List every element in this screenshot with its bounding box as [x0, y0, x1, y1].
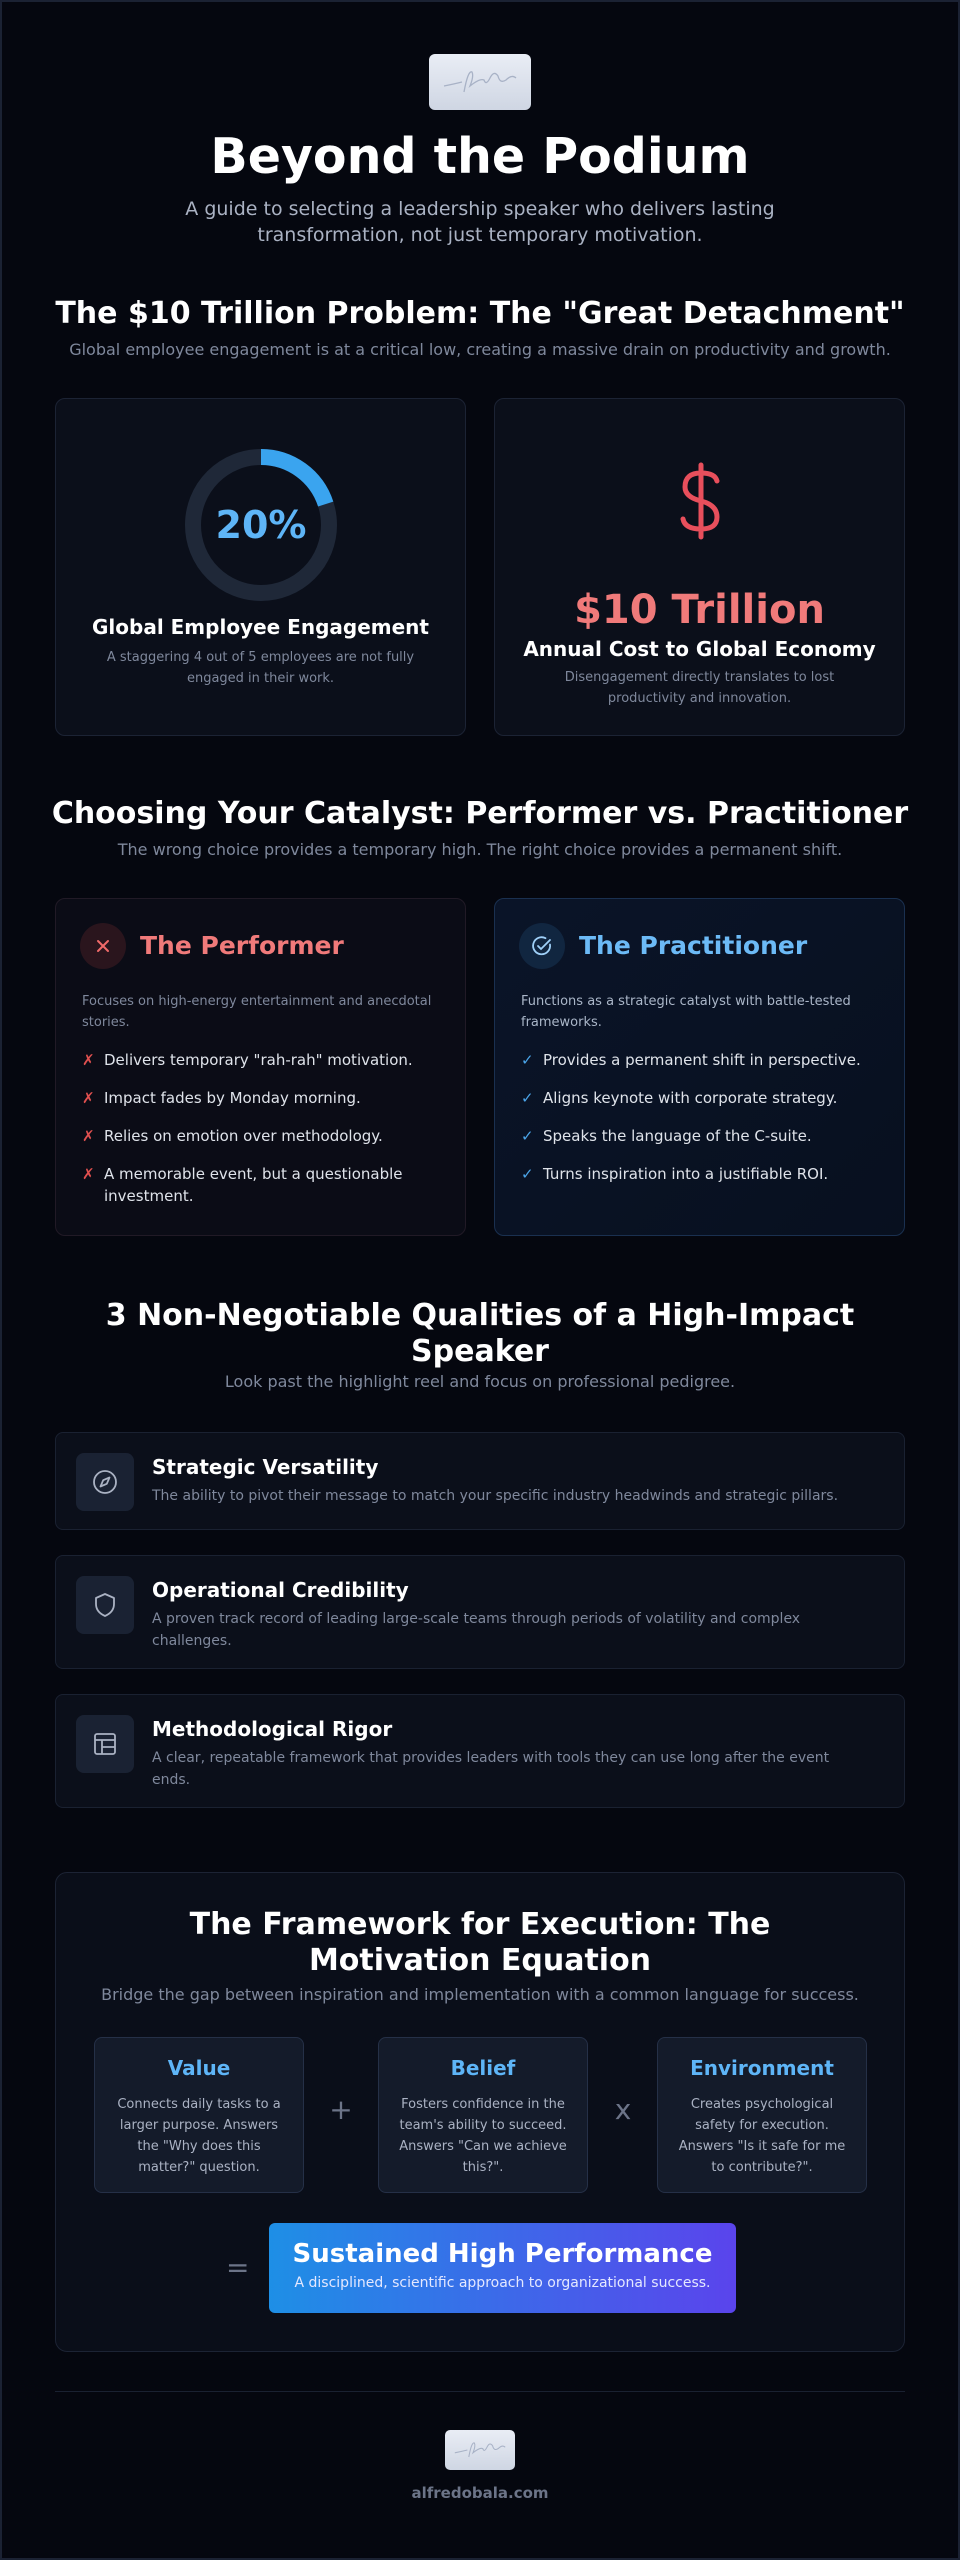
list-item-text: Impact fades by Monday morning.	[104, 1089, 361, 1107]
practitioner-badge	[519, 923, 565, 969]
performer-title: The Performer	[140, 931, 344, 960]
framework-card: The Framework for Execution: The Motivat…	[55, 1872, 905, 2352]
check-icon: ✓	[521, 1165, 534, 1183]
list-item: ✓ Speaks the language of the C-suite.	[521, 1125, 884, 1147]
dollar-icon	[680, 462, 720, 540]
quality-description: The ability to pivot their message to ma…	[152, 1488, 839, 1504]
qualities-title: 3 Non-Negotiable Qualities of a High-Imp…	[105, 1298, 855, 1369]
list-item-text: A memorable event, but a questionable in…	[104, 1165, 403, 1205]
cost-heading: Annual Cost to Global Economy	[523, 637, 876, 661]
signature-logo-icon	[443, 71, 517, 93]
performer-intro: Focuses on high-energy entertainment and…	[82, 994, 432, 1030]
framework-box-title: Belief	[450, 2056, 516, 2080]
quality-title: Methodological Rigor	[152, 1717, 393, 1741]
x-mark-icon: ✗	[82, 1127, 95, 1145]
performer-card: The Performer Focuses on high-energy ent…	[55, 898, 466, 1236]
engagement-description: A staggering 4 out of 5 employees are no…	[106, 650, 415, 686]
framework-box-description: Connects daily tasks to a larger purpose…	[117, 2097, 281, 2175]
list-item: ✗ A memorable event, but a questionable i…	[82, 1163, 445, 1207]
list-item-text: Provides a permanent shift in perspectiv…	[543, 1051, 861, 1069]
practitioner-title: The Practitioner	[579, 931, 808, 960]
list-item: ✓ Turns inspiration into a justifiable RO…	[521, 1163, 884, 1185]
list-item-text: Turns inspiration into a justifiable ROI…	[543, 1165, 829, 1183]
list-item: ✗ Relies on emotion over methodology.	[82, 1125, 445, 1147]
list-item: ✓ Aligns keynote with corporate strategy.	[521, 1087, 884, 1109]
cost-amount: $10 Trillion	[574, 587, 825, 633]
framework-subtitle: Bridge the gap between inspiration and i…	[101, 1985, 859, 2004]
performer-badge	[80, 923, 126, 969]
close-icon	[97, 940, 109, 952]
result-title: Sustained High Performance	[292, 2239, 713, 2269]
engagement-heading: Global Employee Engagement	[92, 615, 429, 639]
list-item-text: Aligns keynote with corporate strategy.	[543, 1089, 838, 1107]
quality-card-methodological-rigor: Methodological Rigor A clear, repeatable…	[55, 1694, 905, 1808]
performer-list: ✗ Delivers temporary "rah-rah" motivation…	[82, 1049, 445, 1223]
practitioner-list: ✓ Provides a permanent shift in perspecti…	[521, 1049, 884, 1201]
practitioner-intro: Functions as a strategic catalyst with b…	[521, 994, 851, 1030]
quality-description: A clear, repeatable framework that provi…	[152, 1750, 830, 1788]
framework-title: The Framework for Execution: The Motivat…	[189, 1907, 771, 1978]
quality-icon-box	[76, 1715, 134, 1773]
footer-signature-logo-icon	[454, 2442, 506, 2458]
quality-title: Strategic Versatility	[152, 1455, 379, 1479]
engagement-card: 20% Global Employee Engagement A stagger…	[55, 398, 466, 736]
plus-operator: +	[329, 2093, 353, 2126]
page-subtitle: A guide to selecting a leadership speake…	[185, 198, 775, 246]
cost-card: $10 Trillion Annual Cost to Global Econo…	[494, 398, 905, 736]
quality-icon-box	[76, 1453, 134, 1511]
quality-icon-box	[76, 1576, 134, 1634]
catalyst-subtitle: The wrong choice provides a temporary hi…	[117, 840, 843, 859]
list-item: ✗ Impact fades by Monday morning.	[82, 1087, 445, 1109]
check-icon: ✓	[521, 1051, 534, 1069]
problem-title: The $10 Trillion Problem: The "Great Det…	[55, 296, 905, 331]
framework-box-value: Value Connects daily tasks to a larger p…	[94, 2037, 304, 2193]
check-icon: ✓	[521, 1089, 534, 1107]
framework-box-title: Value	[167, 2056, 231, 2080]
compass-icon	[93, 1470, 117, 1494]
footer-signature-logo	[445, 2430, 515, 2470]
shield-icon	[95, 1593, 115, 1617]
framework-box-description: Creates psychological safety for executi…	[678, 2097, 846, 2175]
check-circle-icon	[532, 936, 551, 956]
x-mark-icon: ✗	[82, 1089, 95, 1107]
signature-logo	[429, 54, 531, 110]
engagement-percent: 20%	[215, 503, 307, 547]
quality-card-strategic-versatility: Strategic Versatility The ability to piv…	[55, 1432, 905, 1530]
framework-box-description: Fosters confidence in the team's ability…	[399, 2097, 567, 2175]
footer-divider	[55, 2391, 905, 2392]
engagement-ring	[185, 449, 337, 601]
layout-icon	[94, 1733, 116, 1755]
quality-card-operational-credibility: Operational Credibility A proven track r…	[55, 1555, 905, 1669]
framework-box-environment: Environment Creates psychological safety…	[657, 2037, 867, 2193]
framework-box-title: Environment	[690, 2056, 834, 2080]
list-item: ✗ Delivers temporary "rah-rah" motivation…	[82, 1049, 445, 1071]
result-description: A disciplined, scientific approach to or…	[294, 2275, 711, 2291]
quality-description: A proven track record of leading large-s…	[152, 1611, 801, 1649]
page-title: Beyond the Podium	[210, 128, 750, 185]
check-icon: ✓	[521, 1127, 534, 1145]
list-item-text: Delivers temporary "rah-rah" motivation.	[104, 1051, 413, 1069]
practitioner-card: The Practitioner Functions as a strategi…	[494, 898, 905, 1236]
quality-title: Operational Credibility	[152, 1578, 409, 1602]
equals-operator: =	[226, 2251, 250, 2284]
footer-site-link[interactable]: alfredobala.com	[411, 2484, 549, 2502]
times-operator: x	[614, 2093, 632, 2126]
framework-box-belief: Belief Fosters confidence in the team's …	[378, 2037, 588, 2193]
list-item-text: Speaks the language of the C-suite.	[543, 1127, 812, 1145]
list-item: ✓ Provides a permanent shift in perspecti…	[521, 1049, 884, 1071]
cost-description: Disengagement directly translates to los…	[564, 670, 835, 706]
qualities-subtitle: Look past the highlight reel and focus o…	[224, 1372, 736, 1391]
x-mark-icon: ✗	[82, 1051, 95, 1069]
ring-fill	[185, 449, 337, 601]
catalyst-title: Choosing Your Catalyst: Performer vs. Pr…	[51, 796, 909, 831]
problem-subtitle: Global employee engagement is at a criti…	[69, 340, 891, 359]
list-item-text: Relies on emotion over methodology.	[104, 1127, 383, 1145]
x-mark-icon: ✗	[82, 1165, 95, 1183]
result-banner: Sustained High Performance A disciplined…	[269, 2223, 736, 2313]
